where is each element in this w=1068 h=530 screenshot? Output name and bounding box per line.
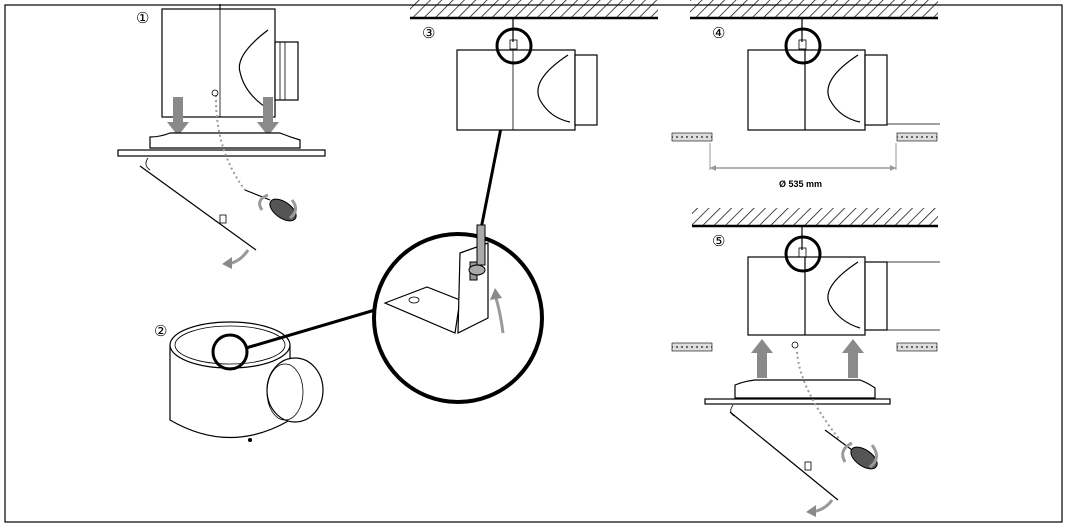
- fan-unit: [747, 256, 866, 336]
- ceiling: [410, 0, 658, 18]
- step-5-number: ⑤: [712, 233, 725, 250]
- up-arrow-icon: [751, 339, 773, 378]
- ceiling-cutout-edge: [896, 132, 938, 142]
- screwdriver-icon: [824, 429, 878, 470]
- hinged-cover: [729, 411, 839, 501]
- dotted-arrow: [796, 351, 841, 441]
- bracket-detail: [372, 61, 544, 404]
- rotate-arrow-icon: [222, 257, 232, 269]
- step-2: ②: [154, 308, 376, 442]
- hinged-cover: [139, 165, 257, 251]
- step-4-number: ④: [712, 25, 725, 42]
- down-arrow-icon: [257, 97, 279, 136]
- callout-circle: [211, 333, 249, 371]
- step-3: ③: [410, 0, 658, 131]
- dimension-label: Ø 535 mm: [779, 179, 822, 189]
- grille-panel: [734, 379, 876, 399]
- ceiling-cutout-edge: [671, 132, 713, 142]
- screwdriver-icon: [244, 189, 297, 222]
- side-duct: [266, 357, 324, 423]
- step-1: ①: [117, 4, 326, 269]
- step-2-number: ②: [154, 323, 167, 340]
- callout-circle: [784, 235, 822, 273]
- step-3-number: ③: [422, 25, 435, 42]
- step-1-number: ①: [136, 10, 149, 27]
- rotate-arrow-icon: [806, 505, 816, 517]
- callout-circle: [784, 27, 822, 65]
- step-4: ④ Ø 535 mm: [671, 0, 940, 189]
- down-arrow-icon: [167, 97, 189, 136]
- callout-circle: [495, 27, 533, 65]
- up-arrow-icon: [842, 339, 864, 378]
- ceiling: [692, 208, 938, 226]
- step-5: ⑤: [671, 208, 940, 517]
- cylinder-unit: [169, 345, 291, 439]
- duct-collar: [274, 41, 299, 101]
- ceiling: [690, 0, 938, 18]
- grille-panel: [149, 132, 301, 149]
- dotted-arrow: [214, 94, 246, 191]
